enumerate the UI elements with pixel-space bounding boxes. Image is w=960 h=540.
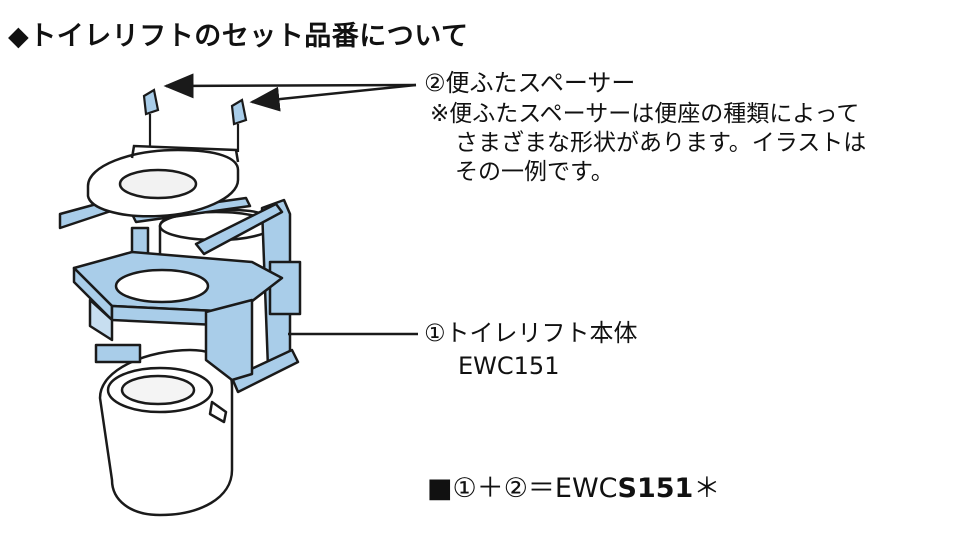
lift-model-number: EWC151 bbox=[458, 352, 560, 380]
spacer-note-line: その一例です。 bbox=[455, 159, 614, 185]
spacer-label: ②便ふたスペーサー bbox=[424, 69, 636, 97]
section-heading: ◆トイレリフトのセット品番について bbox=[8, 21, 469, 52]
set-number-prefix: ■①＋②＝EWC bbox=[427, 473, 618, 504]
toilet-seat bbox=[86, 144, 240, 218]
spacer-right bbox=[230, 98, 248, 126]
toilet-bowl bbox=[98, 348, 234, 517]
lid-spacers bbox=[142, 88, 248, 152]
spacer-note-line: ※便ふたスペーサーは便座の種類によって bbox=[430, 101, 860, 127]
lift-body bbox=[58, 194, 302, 394]
set-number-line: ■①＋②＝EWCS151＊ bbox=[427, 466, 720, 505]
set-number-suffix: ＊ bbox=[693, 473, 721, 504]
spacer-left bbox=[142, 88, 160, 116]
spacer-note-line: さまざまな形状があります。イラストは bbox=[455, 130, 867, 156]
set-number-bold: S151 bbox=[617, 473, 694, 504]
spacer-note: ※便ふたスペーサーは便座の種類によって さまざまな形状があります。イラストは そ… bbox=[430, 100, 866, 187]
spacer-callout-arrows bbox=[163, 73, 417, 112]
lift-body-label: ①トイレリフト本体 bbox=[424, 319, 638, 347]
